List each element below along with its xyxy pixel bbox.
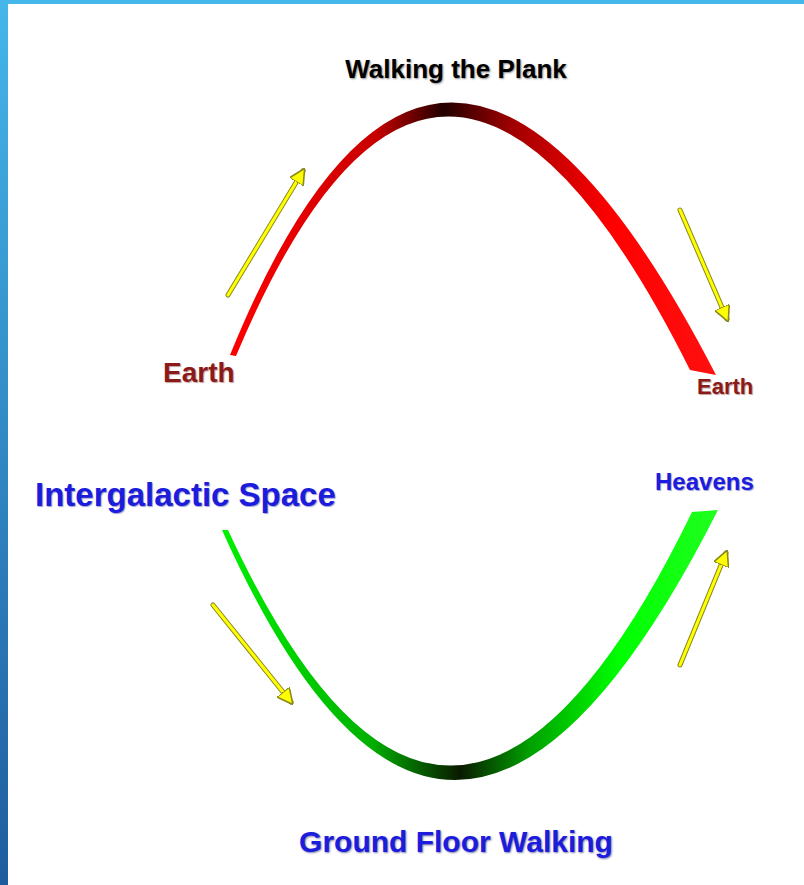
place-label: Earth: [697, 374, 753, 399]
arrow-outline: [228, 171, 303, 295]
down-arrow: [680, 210, 727, 319]
arrow-outline: [680, 553, 726, 665]
direction-arrows: [213, 171, 727, 702]
arch-title: Walking the Plank: [345, 55, 567, 85]
arrow-outline: [680, 210, 727, 319]
top-band: [0, 0, 804, 4]
valley-title: Ground Floor Walking: [299, 825, 613, 860]
place-label: Heavens: [655, 468, 754, 496]
up-arrow: [680, 553, 726, 665]
green-valley: [222, 510, 718, 780]
side-band: [0, 0, 8, 885]
place-label: Earth: [163, 357, 235, 389]
arrow-outline: [213, 605, 291, 702]
down-arrow: [213, 605, 291, 702]
red-arch: [230, 102, 716, 375]
place-label: Intergalactic Space: [35, 476, 336, 514]
up-arrow: [228, 171, 303, 295]
